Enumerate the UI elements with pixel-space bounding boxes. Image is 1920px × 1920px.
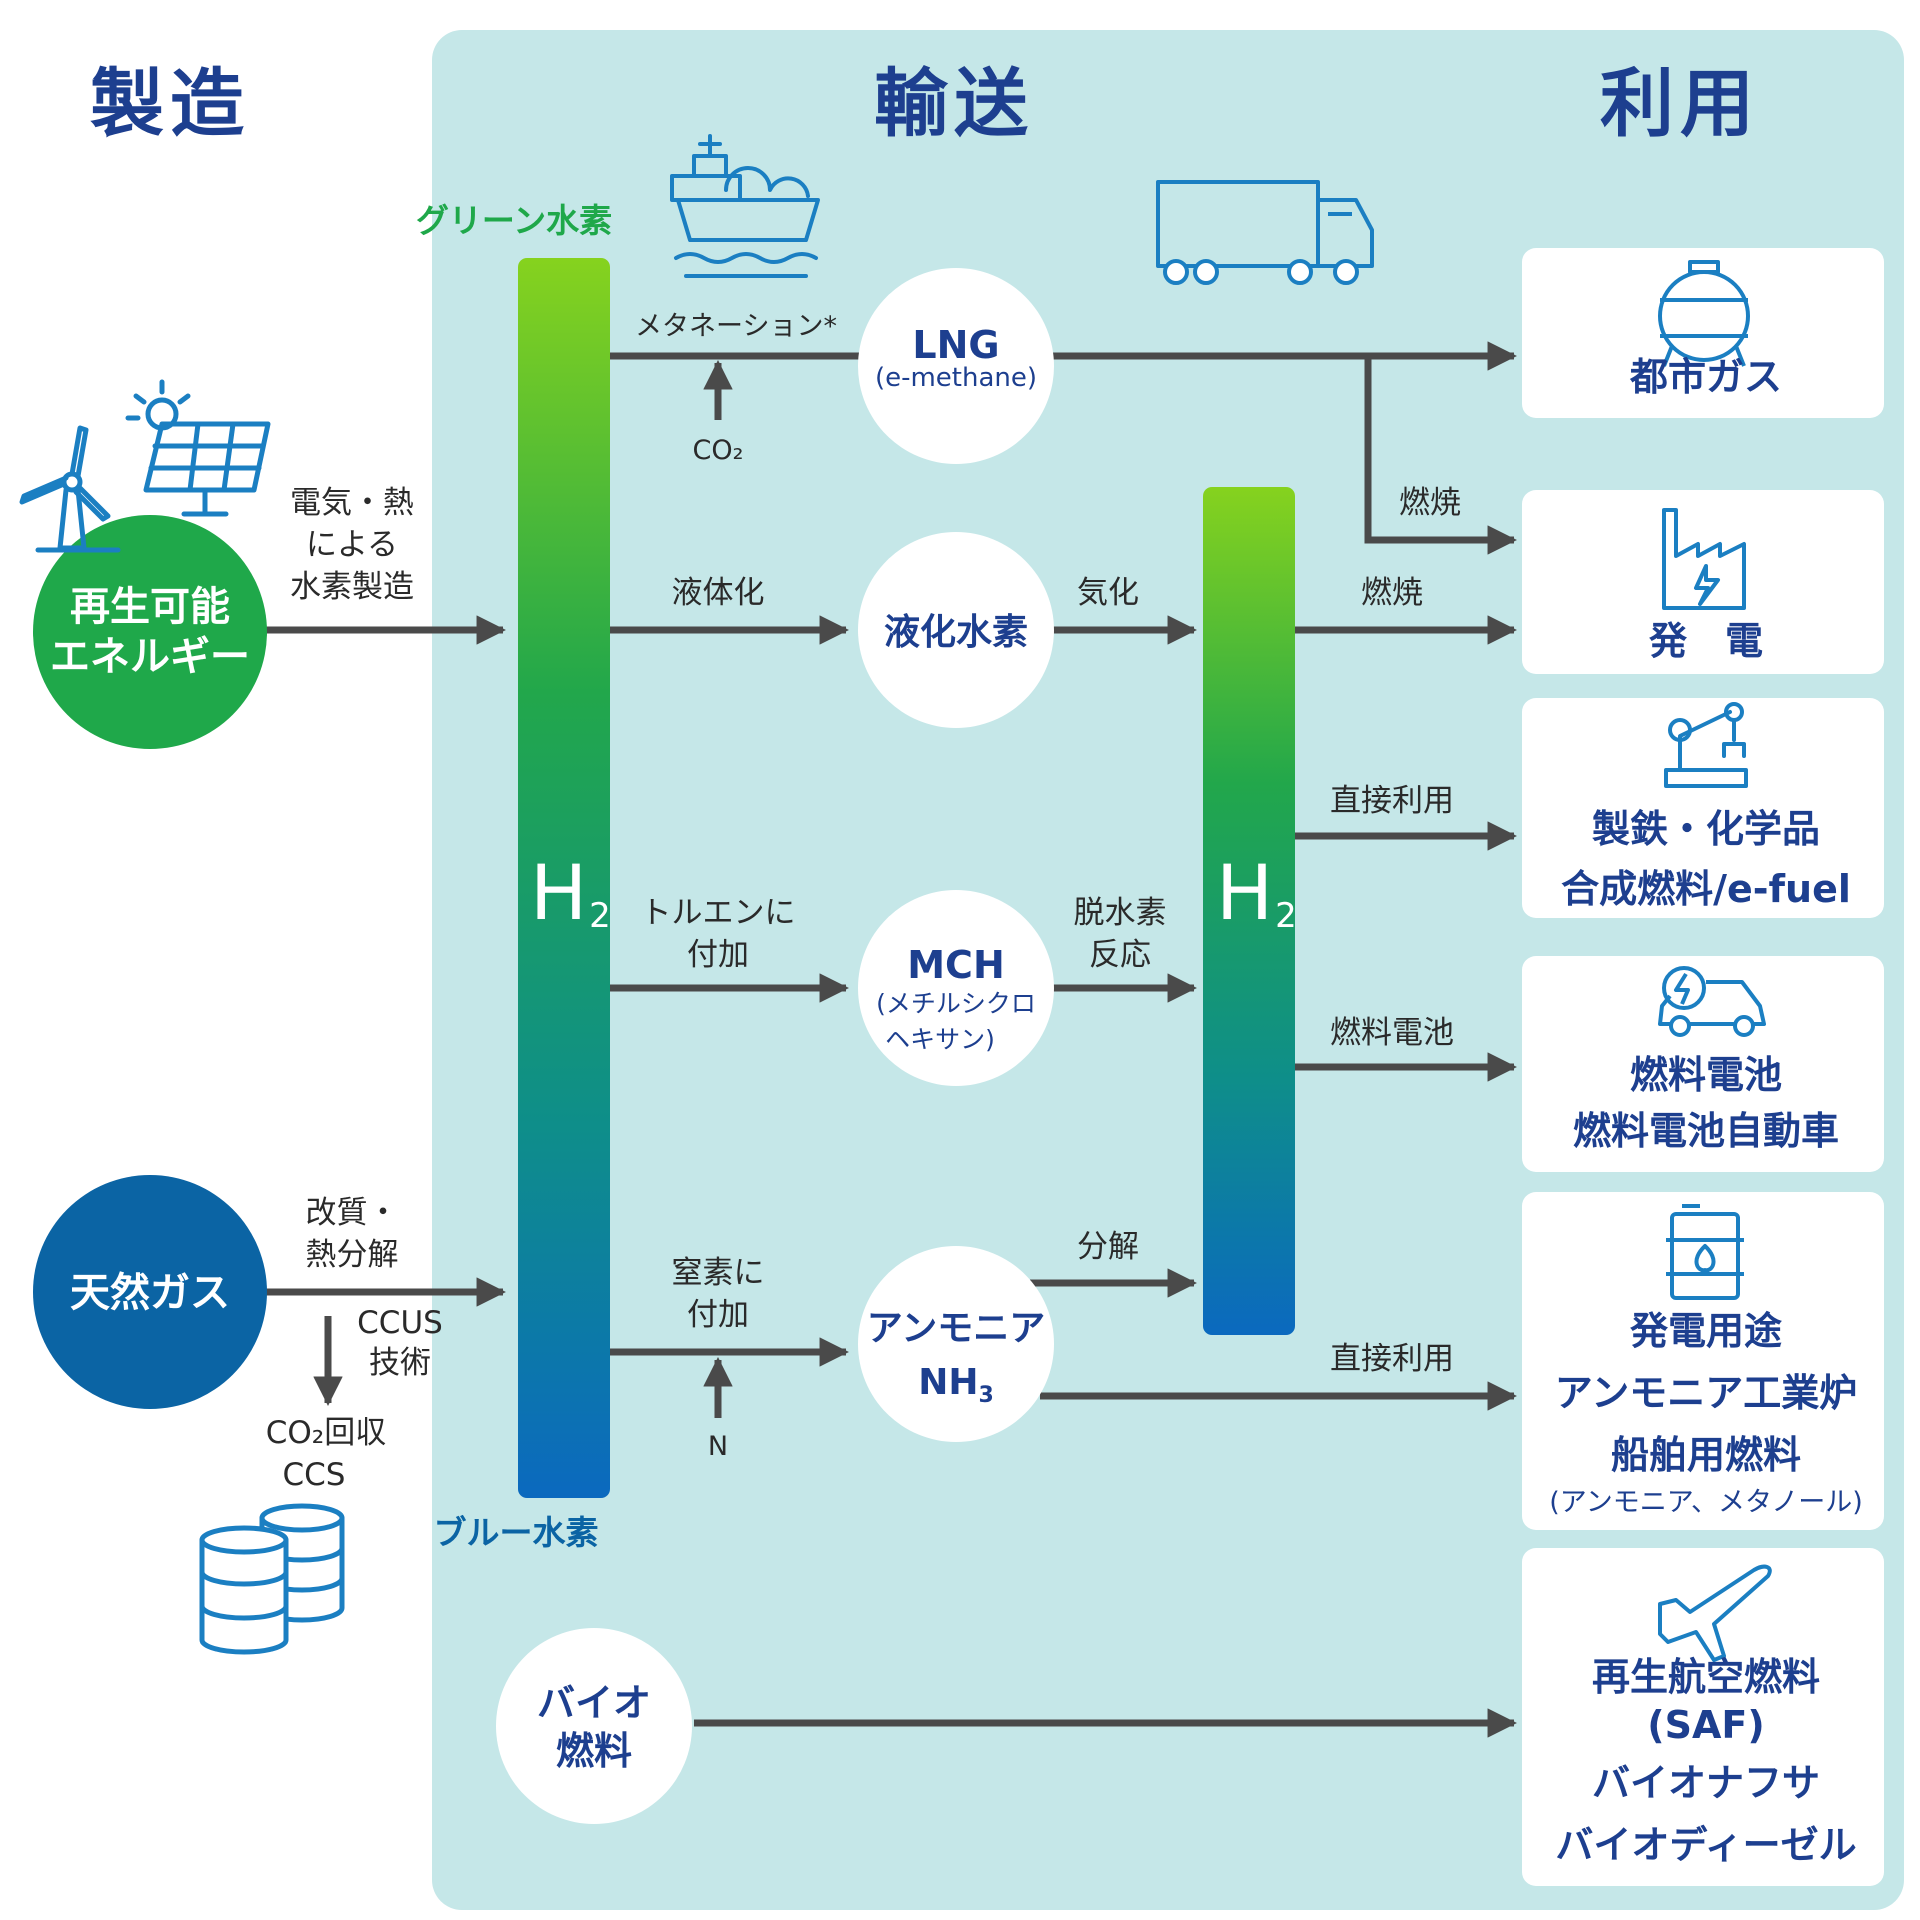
use-steel-line2: 合成燃料/e-fuel	[1561, 867, 1851, 911]
wind-turbine-icon	[19, 425, 121, 553]
header-transport: 輸送	[874, 61, 1034, 147]
use-saf-line2: (SAF)	[1647, 1703, 1765, 1747]
use-saf-line4: バイオディーゼル	[1555, 1823, 1857, 1867]
nitrogen-label-line1: 窒素に	[671, 1255, 765, 1291]
mch-name: MCH	[907, 943, 1005, 987]
green-hydrogen-label: グリーン水素	[415, 201, 613, 240]
bio-fuel-line2: 燃料	[555, 1729, 633, 1773]
n-input-label: N	[707, 1431, 729, 1462]
co2-storage-icon	[199, 1503, 345, 1655]
use-ammonia-note: (アンモニア、メタノール)	[1549, 1487, 1863, 1518]
natural-gas-circle	[33, 1175, 267, 1409]
renewable-process-line1: 電気・熱	[290, 485, 414, 521]
ammonia-circle	[858, 1246, 1054, 1442]
ammonia-direct-use-label: 直接利用	[1330, 1341, 1454, 1377]
ev-car-icon	[1658, 966, 1766, 1037]
ammonia-formula: NH3	[918, 1362, 994, 1409]
co2-capture-line1: CO₂回収	[265, 1415, 387, 1451]
dehydrogenation-line2: 反応	[1089, 937, 1151, 973]
decomposition-label: 分解	[1077, 1229, 1139, 1265]
combustion-label-lng: 燃焼	[1399, 485, 1461, 521]
use-card-steel	[1522, 698, 1884, 918]
truck-icon	[1156, 180, 1374, 285]
gas-tank-icon	[1658, 260, 1750, 367]
natural-gas-process-line2: 熱分解	[305, 1237, 399, 1273]
nitrogen-label-line2: 付加	[687, 1297, 749, 1333]
use-card-ammonia	[1522, 1192, 1884, 1530]
mch-circle	[858, 890, 1054, 1086]
header-production: 製造	[90, 61, 250, 147]
power-plant-icon	[1662, 508, 1746, 610]
h2-bar-secondary	[1203, 487, 1295, 1335]
toluene-label-line1: トルエンに	[640, 895, 796, 931]
use-card-saf	[1522, 1548, 1884, 1886]
use-saf-line3: バイオナフサ	[1591, 1761, 1821, 1805]
lng-circle	[858, 268, 1054, 464]
bio-circle	[496, 1628, 692, 1824]
ccus-label-line1: CCUS	[357, 1305, 443, 1341]
use-steel-line1: 製鉄・化学品	[1591, 807, 1821, 851]
arrow-lng-combustion	[1364, 356, 1517, 555]
h2-label-main: H2	[530, 848, 611, 937]
mch-sub-line2: ヘキサン)	[885, 1025, 995, 1054]
combustion-label-h2: 燃焼	[1361, 575, 1423, 611]
vaporization-label: 気化	[1077, 575, 1139, 611]
use-saf-line1: 再生航空燃料	[1591, 1655, 1821, 1699]
use-card-fuel-cell	[1522, 956, 1884, 1172]
mch-sub-line1: (メチルシクロ	[876, 989, 1036, 1018]
use-card-city-gas	[1522, 248, 1884, 418]
liquefaction-label: 液体化	[671, 575, 765, 611]
natural-gas-process-line1: 改質・	[305, 1195, 399, 1231]
airplane-icon	[1658, 1564, 1772, 1662]
use-card-power	[1522, 490, 1884, 674]
robot-arm-icon	[1664, 702, 1748, 788]
h2-label-secondary: H2	[1216, 848, 1297, 937]
fuel-drum-icon	[1666, 1204, 1744, 1300]
ccus-label-line2: 技術	[369, 1345, 431, 1381]
methanation-label: メタネーション*	[635, 311, 837, 342]
fuel-cell-flow-label: 燃料電池	[1330, 1015, 1454, 1051]
use-city-gas: 都市ガス	[1629, 355, 1783, 399]
ammonia-name: アンモニア	[866, 1308, 1046, 1349]
renewable-label-line1: 再生可能	[70, 584, 230, 630]
use-fuel-cell-line2: 燃料電池自動車	[1572, 1109, 1840, 1153]
natural-gas-label: 天然ガス	[70, 1270, 230, 1316]
lng-name: LNG	[912, 323, 1000, 367]
liquid-h2-name: 液化水素	[883, 612, 1029, 653]
ship-icon	[670, 134, 820, 278]
header-utilization: 利用	[1600, 61, 1760, 147]
blue-hydrogen-label: ブルー水素	[433, 1513, 599, 1552]
renewable-process-line3: 水素製造	[290, 569, 414, 605]
co2-capture-line2: CCS	[282, 1457, 346, 1493]
h2-bar-main	[518, 258, 610, 1498]
flow-arrows	[265, 341, 1517, 1738]
dehydrogenation-line1: 脱水素	[1073, 895, 1167, 931]
liquid-h2-circle	[858, 532, 1054, 728]
lng-sub: (e-methane)	[874, 363, 1038, 393]
solar-panel-icon	[125, 379, 271, 517]
direct-use-label: 直接利用	[1330, 783, 1454, 819]
use-ammonia-line3: 船舶用燃料	[1610, 1433, 1802, 1477]
renewable-process-line2: による	[305, 527, 399, 563]
renewable-circle	[33, 515, 267, 749]
co2-input-label: CO₂	[692, 435, 744, 466]
use-ammonia-line2: アンモニア工業炉	[1554, 1371, 1858, 1415]
bio-fuel-line1: バイオ	[536, 1681, 652, 1725]
renewable-label-line2: エネルギー	[50, 634, 250, 680]
use-fuel-cell-line1: 燃料電池	[1629, 1053, 1783, 1097]
use-ammonia-line1: 発電用途	[1629, 1309, 1783, 1353]
use-power: 発 電	[1648, 619, 1764, 663]
toluene-label-line2: 付加	[687, 937, 749, 973]
